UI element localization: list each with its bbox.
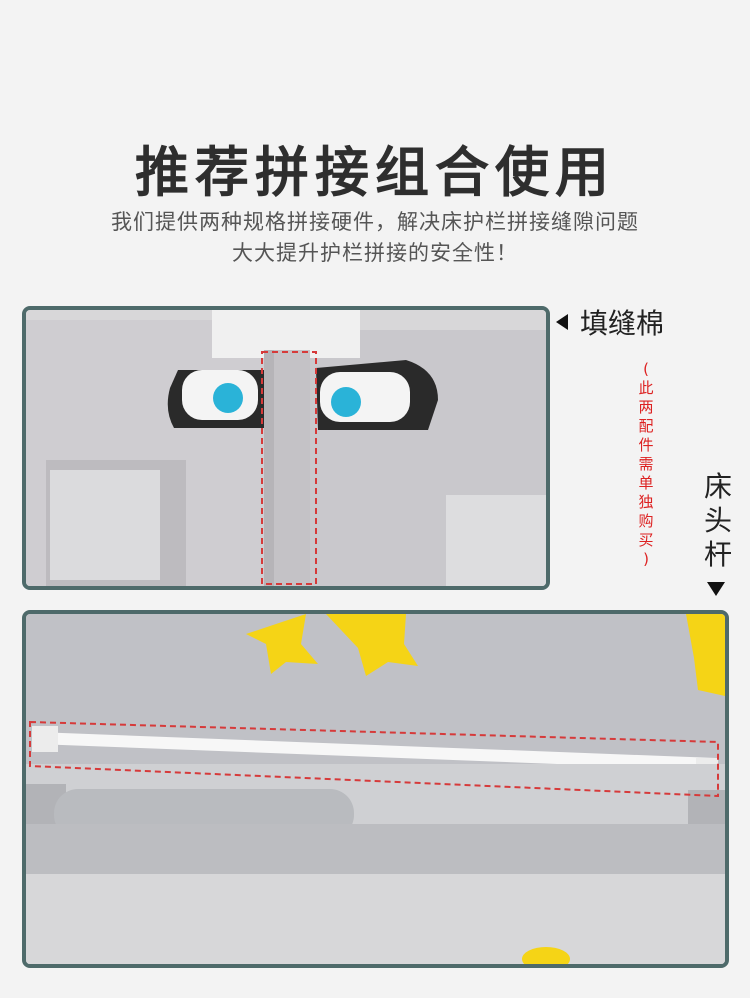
connector-illustration (26, 310, 546, 586)
headboard-rod-photo-panel (22, 610, 729, 968)
separate-purchase-note: (此两配件需单独购买) (638, 360, 654, 568)
page-title: 推荐拼接组合使用 (135, 141, 615, 204)
filler-label: 填缝棉 (556, 302, 664, 342)
subtitle-line-2: 大大提升护栏拼接的安全性！ (232, 241, 518, 265)
pointer-left-icon (556, 314, 568, 330)
left-clamp-button (213, 383, 243, 413)
headboard-rod-label: 床头杆 (703, 470, 732, 571)
subtitle-line-1: 我们提供两种规格拼接硬件，解决床护栏拼接缝隙问题 (111, 210, 639, 234)
pointer-down-icon (707, 582, 725, 596)
headboard-rod-illustration (26, 614, 725, 964)
connector-photo-panel (22, 306, 550, 590)
